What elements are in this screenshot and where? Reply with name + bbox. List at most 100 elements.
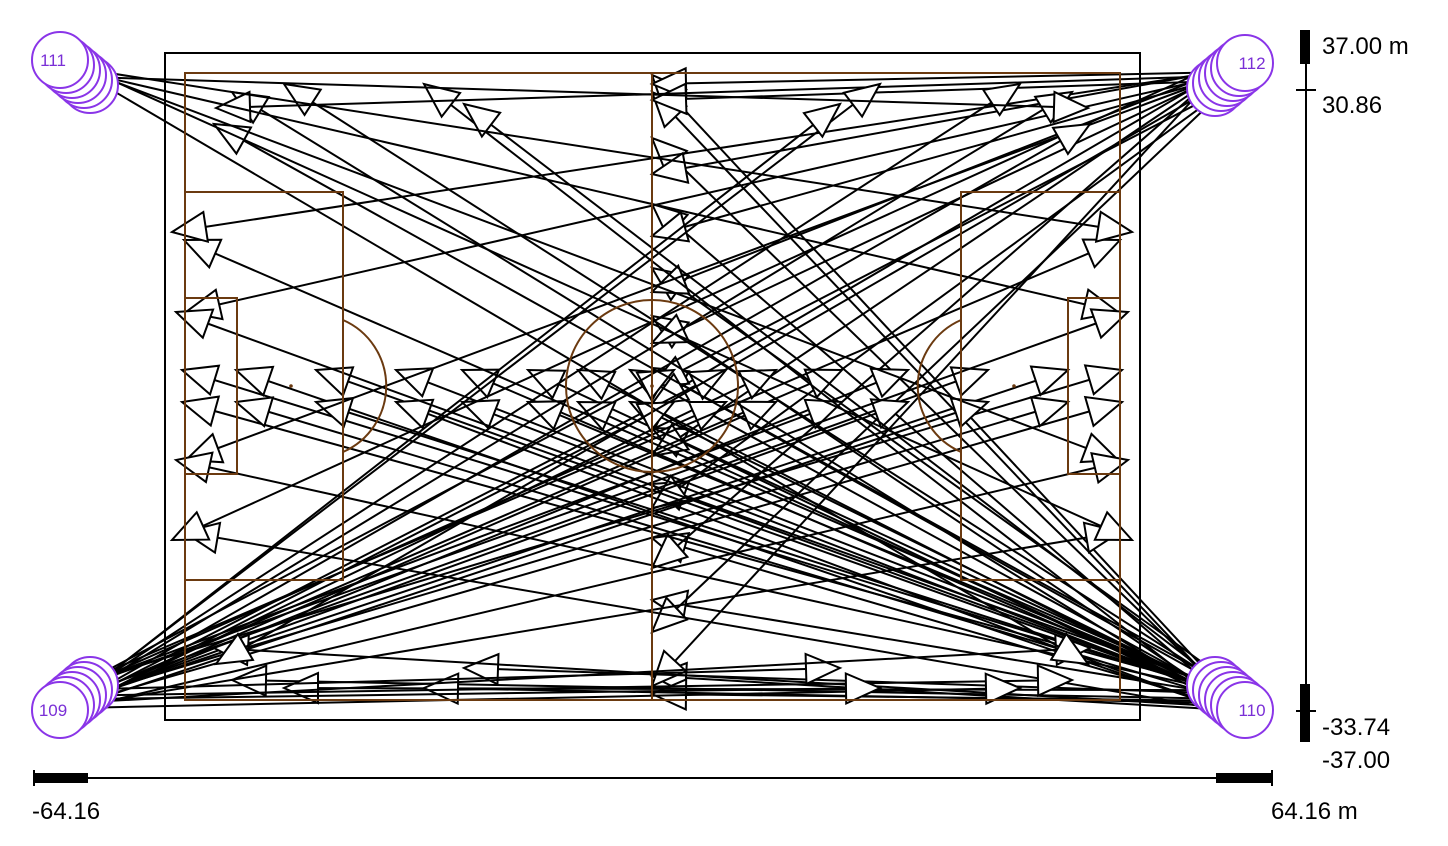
pitch-markings bbox=[164, 52, 1141, 721]
aim-line bbox=[78, 67, 1119, 461]
aim-line bbox=[175, 311, 1232, 698]
aim-line bbox=[73, 401, 675, 710]
luminaire-arrow bbox=[1036, 664, 1075, 698]
dimension-tick-top bbox=[1300, 30, 1310, 64]
floodlight-pole-112: 112 bbox=[1186, 34, 1274, 117]
luminaire-arrow bbox=[525, 368, 567, 400]
aim-line bbox=[213, 123, 1229, 691]
luminaire-arrow bbox=[844, 671, 883, 706]
luminaire-arrow bbox=[421, 672, 460, 706]
aim-line bbox=[69, 369, 777, 711]
dimension-label-y-bottom: -37.00 bbox=[1322, 747, 1390, 774]
aim-line bbox=[59, 75, 1089, 109]
luminaire-arrow bbox=[1029, 365, 1071, 397]
aim-line bbox=[81, 103, 841, 696]
dimension-horizontal bbox=[33, 770, 1273, 786]
aim-line bbox=[175, 459, 1226, 693]
aim-line bbox=[651, 79, 1236, 633]
aim-line bbox=[67, 123, 1091, 709]
aim-line bbox=[70, 459, 1129, 711]
penalty-arc-right bbox=[916, 319, 962, 453]
luminaire-arrow bbox=[1094, 210, 1135, 243]
aim-line bbox=[651, 91, 1227, 698]
aim-line bbox=[77, 401, 909, 702]
aim-line bbox=[651, 82, 1234, 509]
aim-line bbox=[651, 81, 1239, 387]
dimension-label-y-top: 37.00 m bbox=[1322, 33, 1409, 60]
aim-line bbox=[84, 71, 1119, 313]
penalty-spot-left bbox=[289, 384, 293, 388]
aim-line bbox=[80, 70, 1089, 665]
aim-line bbox=[215, 74, 1237, 109]
aim-line bbox=[215, 70, 1243, 665]
luminaire-arrow bbox=[649, 82, 688, 116]
aim-line bbox=[183, 239, 1231, 694]
aiming-lines-layer bbox=[59, 62, 1246, 711]
luminaire-arrow bbox=[869, 367, 911, 399]
pole-label: 109 bbox=[39, 701, 67, 720]
luminaire-arrow bbox=[179, 395, 221, 428]
aim-line bbox=[213, 647, 1222, 708]
luminaire-arrow bbox=[281, 671, 320, 705]
aim-line bbox=[76, 687, 881, 701]
outer-boundary bbox=[164, 52, 1141, 721]
luminaire-arrow bbox=[179, 364, 221, 397]
aim-line bbox=[651, 66, 1224, 687]
luminaire-arrow bbox=[1083, 395, 1125, 428]
luminaire-head bbox=[31, 31, 89, 89]
luminaire-arrow bbox=[313, 366, 355, 398]
luminaire-head bbox=[1216, 34, 1274, 92]
luminaire-arrow bbox=[984, 672, 1023, 706]
dimension-label-x-right: 64.16 m bbox=[1271, 798, 1358, 825]
luminaire-arrow bbox=[173, 451, 214, 484]
center-spot bbox=[650, 384, 654, 388]
luminaire-arrow bbox=[1089, 308, 1131, 340]
aim-line bbox=[527, 401, 1222, 692]
luminaire-arrow bbox=[650, 532, 690, 570]
luminaire-arrow bbox=[1029, 396, 1071, 428]
aim-line bbox=[83, 68, 1133, 233]
floodlight-pole-109: 109 bbox=[31, 656, 119, 739]
aim-line bbox=[67, 369, 675, 692]
aim-line bbox=[171, 62, 1220, 541]
aim-line bbox=[74, 647, 1091, 704]
goal-area-right bbox=[1067, 297, 1121, 475]
pole-label: 112 bbox=[1238, 54, 1265, 73]
dimension-tick-bottom bbox=[1300, 684, 1310, 742]
luminaire-arrow bbox=[281, 82, 323, 117]
luminaire-arrow bbox=[1051, 122, 1093, 156]
floodlight-pole-110: 110 bbox=[1186, 656, 1274, 739]
aim-line bbox=[71, 91, 1073, 701]
pole-label: 110 bbox=[1238, 701, 1265, 720]
floodlight-poles-layer: 111 112 109 110 bbox=[31, 31, 1274, 739]
luminaire-arrow bbox=[981, 82, 1023, 117]
luminaire-arrow bbox=[804, 652, 843, 686]
aim-line bbox=[82, 369, 727, 701]
aim-line bbox=[651, 76, 1222, 237]
penalty-spot-right bbox=[1012, 384, 1016, 388]
pole-label: 111 bbox=[40, 51, 66, 70]
luminaire-arrow bbox=[169, 210, 210, 244]
dimension-label-y-inner-top: 30.86 bbox=[1322, 92, 1382, 119]
aim-line bbox=[72, 531, 1121, 708]
luminaire-arrow bbox=[949, 366, 991, 398]
luminaire-arrow bbox=[650, 649, 688, 688]
aim-line bbox=[65, 239, 1121, 691]
luminaire-arrow bbox=[233, 365, 275, 397]
dimension-vertical bbox=[1296, 30, 1316, 742]
dimension-tick-right bbox=[1216, 773, 1272, 783]
luminaire-arrow bbox=[393, 367, 435, 399]
aim-line bbox=[651, 70, 1222, 569]
aim-line bbox=[651, 71, 1233, 85]
luminaire-arrow bbox=[213, 632, 255, 666]
aim-line bbox=[651, 203, 1229, 701]
luminaire-arrow bbox=[169, 510, 211, 542]
dimension-label-y-inner-bottom: -33.74 bbox=[1322, 714, 1390, 741]
luminaire-arrow bbox=[1052, 90, 1091, 124]
luminaire-arrow bbox=[461, 652, 500, 686]
aim-line bbox=[64, 311, 1129, 694]
luminaire-arrow bbox=[1090, 451, 1131, 485]
center-circle bbox=[565, 299, 739, 473]
dimension-tick-left bbox=[34, 773, 88, 783]
